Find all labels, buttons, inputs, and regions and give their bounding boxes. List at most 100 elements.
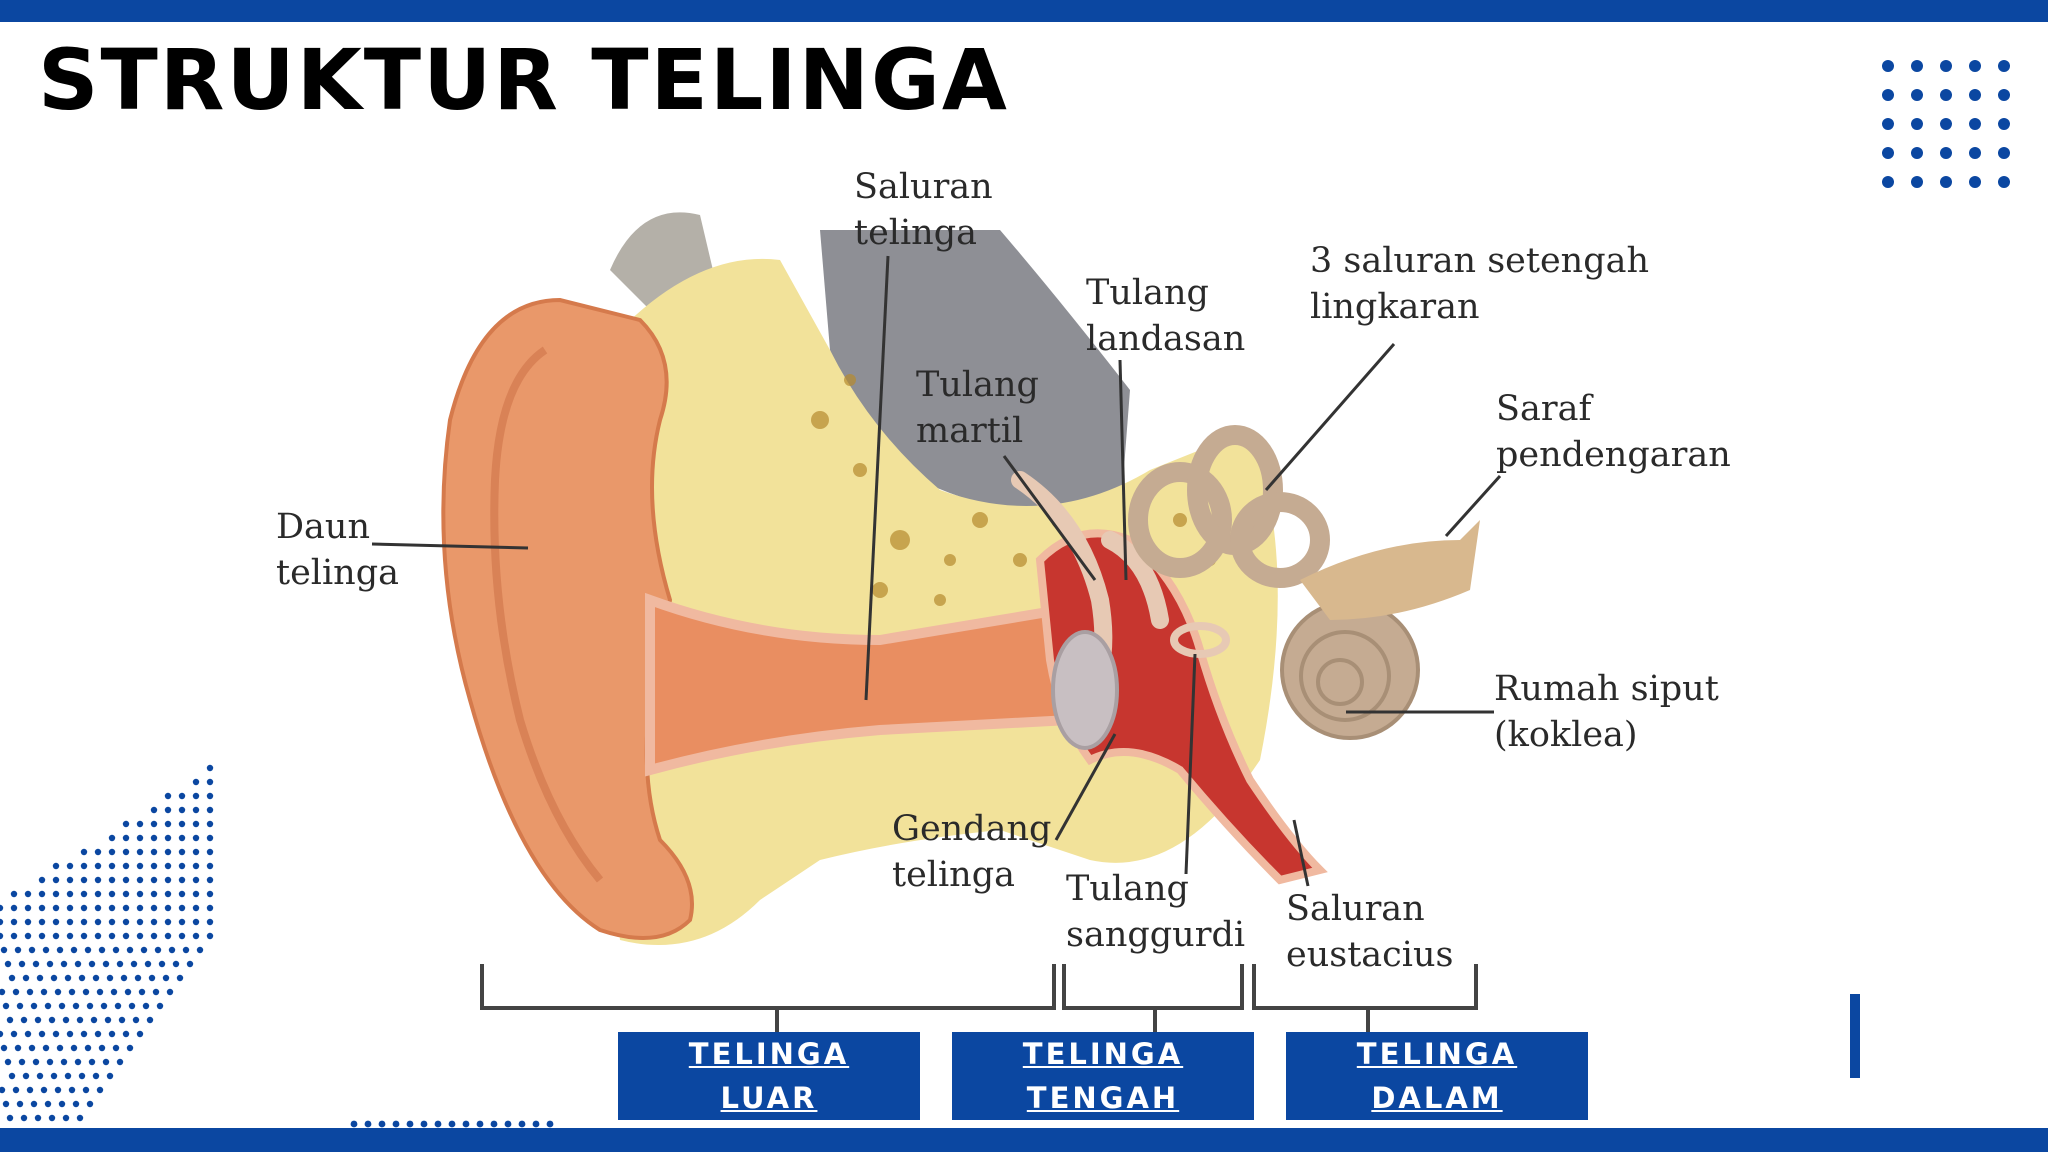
cochlea: [1280, 600, 1420, 740]
decor-dot: [6, 1016, 14, 1024]
decor-dot: [122, 904, 130, 912]
decor-dot: [206, 778, 214, 786]
decor-dot: [206, 848, 214, 856]
decor-dot: [26, 988, 34, 996]
decor-dot: [118, 1016, 126, 1024]
decor-dot: [518, 1120, 526, 1128]
decor-dot: [40, 988, 48, 996]
decor-dot: [1998, 60, 2010, 72]
decor-dot: [0, 918, 4, 926]
decor-dot: [96, 1086, 104, 1094]
decor-dot: [102, 960, 110, 968]
decor-dot: [150, 932, 158, 940]
decor-dot: [144, 960, 152, 968]
decor-dot: [206, 792, 214, 800]
decor-dot: [1998, 118, 2010, 130]
decor-dot: [86, 1100, 94, 1108]
decor-dot: [94, 876, 102, 884]
label-rumah-siput: Rumah siput (koklea): [1494, 669, 1719, 755]
decor-dot: [178, 834, 186, 842]
decor-dot: [8, 1072, 16, 1080]
decor-dot: [1882, 118, 1894, 130]
decor-dot: [1969, 147, 1981, 159]
decor-dot: [54, 988, 62, 996]
section-telinga-tengah-label: TELINGA TENGAH: [1022, 1037, 1184, 1115]
decor-dot: [80, 1030, 88, 1038]
decor-dot: [192, 876, 200, 884]
decor-dot: [50, 974, 58, 982]
decor-dot: [94, 904, 102, 912]
decor-dot: [124, 988, 132, 996]
decor-dot: [116, 1058, 124, 1066]
decor-dot: [38, 876, 46, 884]
decor-dot: [192, 918, 200, 926]
decor-dot: [32, 960, 40, 968]
decor-dot: [206, 932, 214, 940]
decor-dot: [62, 1016, 70, 1024]
decor-dot: [546, 1120, 554, 1128]
decor-dot: [24, 904, 32, 912]
decor-dot: [136, 932, 144, 940]
label-saluran-setengah-lingkaran: 3 saluran setengah lingkaran: [1310, 241, 1650, 327]
decor-dot: [34, 1016, 42, 1024]
decor-dot: [0, 946, 8, 954]
decor-dot: [122, 890, 130, 898]
decor-dot: [192, 904, 200, 912]
decor-dot: [56, 946, 64, 954]
decor-dot: [1911, 89, 1923, 101]
pinna-inner-fold: [490, 346, 604, 883]
decor-dot: [150, 904, 158, 912]
decor-dot: [150, 834, 158, 842]
decor-dot: [0, 988, 6, 996]
decor-dot: [378, 1120, 386, 1128]
decor-dot: [80, 890, 88, 898]
decor-dot: [140, 946, 148, 954]
decor-dot: [74, 960, 82, 968]
decor-dot: [1940, 60, 1952, 72]
decor-dot: [92, 1072, 100, 1080]
decor-dot: [146, 1016, 154, 1024]
decor-dot: [1969, 60, 1981, 72]
decor-dot: [1882, 89, 1894, 101]
decor-dot: [192, 778, 200, 786]
decor-dot: [164, 848, 172, 856]
decor-dot: [106, 1072, 114, 1080]
section-telinga-tengah-button[interactable]: TELINGA TENGAH: [952, 1032, 1254, 1120]
decor-dot: [134, 974, 142, 982]
decor-dot: [66, 904, 74, 912]
decor-dot: [136, 876, 144, 884]
decor-dot: [162, 974, 170, 982]
decor-dot: [136, 862, 144, 870]
decor-dot: [152, 988, 160, 996]
decor-dot: [206, 834, 214, 842]
decor-dot: [10, 932, 18, 940]
decor-dot: [10, 890, 18, 898]
decor-dot: [164, 918, 172, 926]
page-title: STRUKTUR TELINGA: [38, 31, 1009, 129]
decor-dot: [1969, 176, 1981, 188]
decor-dot: [206, 876, 214, 884]
section-telinga-dalam-button[interactable]: TELINGA DALAM: [1286, 1032, 1588, 1120]
decor-dot: [178, 820, 186, 828]
decor-dot: [166, 988, 174, 996]
anvil-bone: [1101, 531, 1169, 629]
decor-dot: [94, 848, 102, 856]
decor-dot: [122, 862, 130, 870]
decor-dot: [1969, 118, 1981, 130]
decor-dot: [1940, 118, 1952, 130]
decor-dot: [20, 1114, 28, 1122]
decor-dot: [2, 1002, 10, 1010]
decor-dot: [192, 820, 200, 828]
decor-dot: [86, 1002, 94, 1010]
stirrup-bone: [1170, 622, 1230, 658]
decor-dot: [12, 988, 20, 996]
decor-dot: [66, 1030, 74, 1038]
section-telinga-luar-button[interactable]: TELINGA LUAR: [618, 1032, 920, 1120]
decor-dot: [52, 932, 60, 940]
decor-dot: [192, 890, 200, 898]
decor-dot: [70, 1044, 78, 1052]
decor-dot: [58, 1002, 66, 1010]
decor-dot: [72, 1002, 80, 1010]
decor-dot: [94, 890, 102, 898]
eardrum: [1051, 630, 1119, 750]
